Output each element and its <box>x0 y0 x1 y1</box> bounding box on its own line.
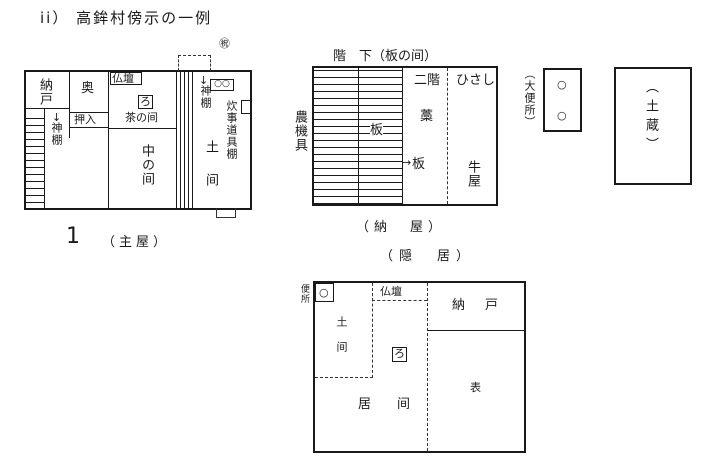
ro-mark: ろ <box>392 347 407 362</box>
room-omote: 表 <box>470 381 481 394</box>
room-suiji-dogu-dana: 炊事道具棚 <box>225 100 238 160</box>
arrow-down-icon: ↓ <box>199 74 209 87</box>
toilet-hole-1: ○ <box>557 78 567 91</box>
sink-box <box>241 100 251 114</box>
room-naka-no-ma: 中の间 <box>139 144 154 186</box>
room-hisashi: ひさし <box>456 73 496 88</box>
storehouse-label: （土蔵） <box>643 80 658 156</box>
butsudan-box <box>110 72 142 85</box>
toilet-outline <box>543 68 582 132</box>
room-nando: 納戸 <box>37 78 52 106</box>
room-kamidana-right: 神棚 <box>199 85 212 109</box>
main-house-bottom-entrance <box>216 208 236 218</box>
oshiire-box <box>69 112 109 128</box>
retirement-house-outline <box>313 281 526 453</box>
arrow-down-icon: ↓ <box>52 111 62 124</box>
barn-outline <box>312 66 498 206</box>
room-ushigoya: 牛屋 <box>465 160 480 188</box>
room-cha-no-ma: 茶の间 <box>125 111 158 124</box>
room-ita-upper: 板 <box>370 123 384 138</box>
room-ita-lower: 板 <box>412 157 426 172</box>
toilet-label: （大便所） <box>523 68 536 128</box>
storehouse-outline <box>614 67 692 185</box>
room-kamidana-left: 神棚 <box>50 122 63 146</box>
room-doma: 土间 <box>335 316 348 366</box>
main-house-top-entrance <box>178 55 211 71</box>
barn-header: 階 下（板の间） <box>333 49 438 64</box>
room-butsudan: 仏壇 <box>380 285 402 298</box>
arrow-right-icon: → <box>402 156 412 169</box>
main-house-marker: 1 <box>66 224 80 249</box>
room-benjo: 便所 <box>299 284 309 304</box>
main-house-caption: （主屋） <box>102 235 171 250</box>
kamado-stove: ○○ <box>210 79 234 91</box>
room-oku: 奥 <box>81 81 95 96</box>
barn-caption: （納 屋） <box>356 220 447 235</box>
benjo-hole: ○ <box>319 286 329 299</box>
corridor <box>176 72 196 208</box>
room-nando: 納戸 <box>452 298 519 313</box>
benjo-box <box>315 283 334 302</box>
north-mark-icon: ㊗ <box>219 37 230 50</box>
retirement-house-caption: （隠 居） <box>380 249 476 264</box>
room-doma: 土间 <box>203 140 218 206</box>
toilet-hole-2: ○ <box>557 109 567 122</box>
room-ima: 居间 <box>358 397 437 412</box>
figure-title: ii） 高鉾村傍示の一例 <box>40 9 213 27</box>
barn-side-label: 農機具 <box>292 110 307 152</box>
ro-mark: ろ <box>138 95 153 109</box>
staircase <box>26 118 44 208</box>
main-house-outline <box>24 70 252 210</box>
room-nikai: 二階 <box>414 73 441 88</box>
room-wara: 藁 <box>420 109 434 124</box>
room-butsudan: 仏壇 <box>112 72 134 85</box>
room-oshiire: 押入 <box>74 113 96 126</box>
